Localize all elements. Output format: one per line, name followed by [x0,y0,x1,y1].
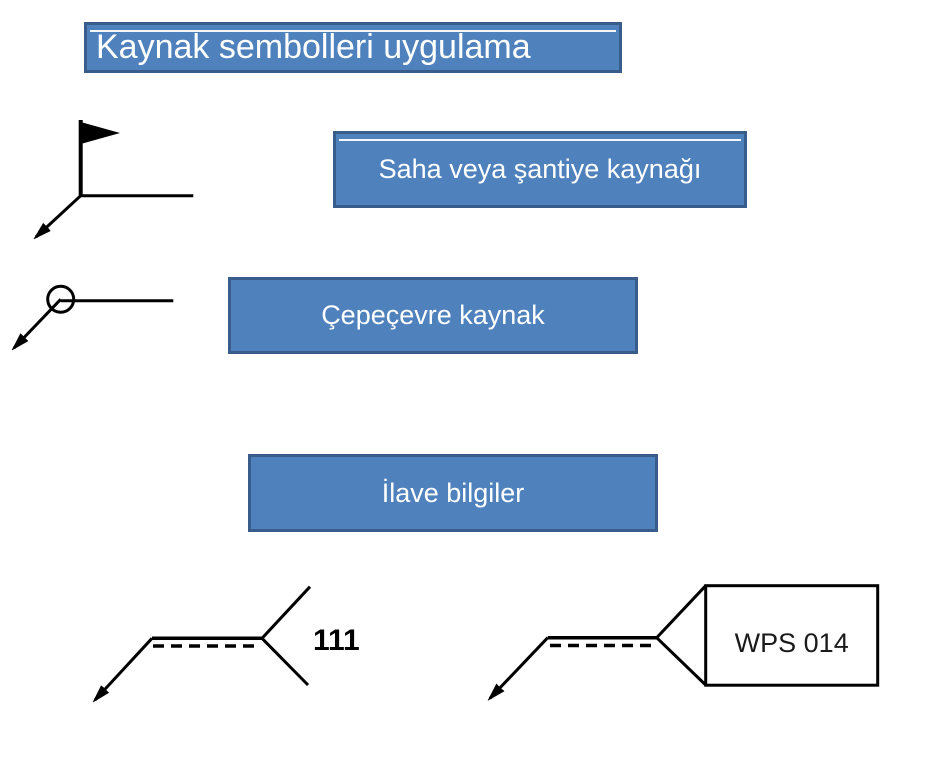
flag-icon [80,122,120,144]
additional-info-label-box: İlave bilgiler [248,454,658,532]
site-weld-label: Saha veya şantiye kaynağı [378,154,702,184]
field-weld-symbol [10,120,194,250]
tail-fork [654,584,707,687]
process-number-text: 111 [313,624,360,657]
additional-info-label: İlave bilgiler [381,477,525,508]
arrow-line [14,298,62,348]
title-accent-line [90,30,616,32]
wps-reference-box [704,584,880,687]
arrow-line [36,194,82,237]
tail-fork [259,585,312,687]
weld-symbol-process-number: 111 [85,585,360,710]
weld-symbol-wps-reference: WPS 014 [480,584,880,711]
arrow-line [95,637,154,700]
wps-reference-text: WPS 014 [735,628,849,658]
site-weld-label-box: Saha veya şantiye kaynağı [333,131,747,208]
page-title: Kaynak sembolleri uygulama [96,28,531,66]
weld-all-around-label-box: Çepeçevre kaynak [228,277,638,354]
arrow-line [490,636,549,699]
title-box: Kaynak sembolleri uygulama [84,22,622,73]
circle-icon [46,284,76,314]
weld-all-around-label: Çepeçevre kaynak [321,300,545,330]
weld-all-around-symbol [5,284,174,363]
label-accent-line [339,139,741,141]
